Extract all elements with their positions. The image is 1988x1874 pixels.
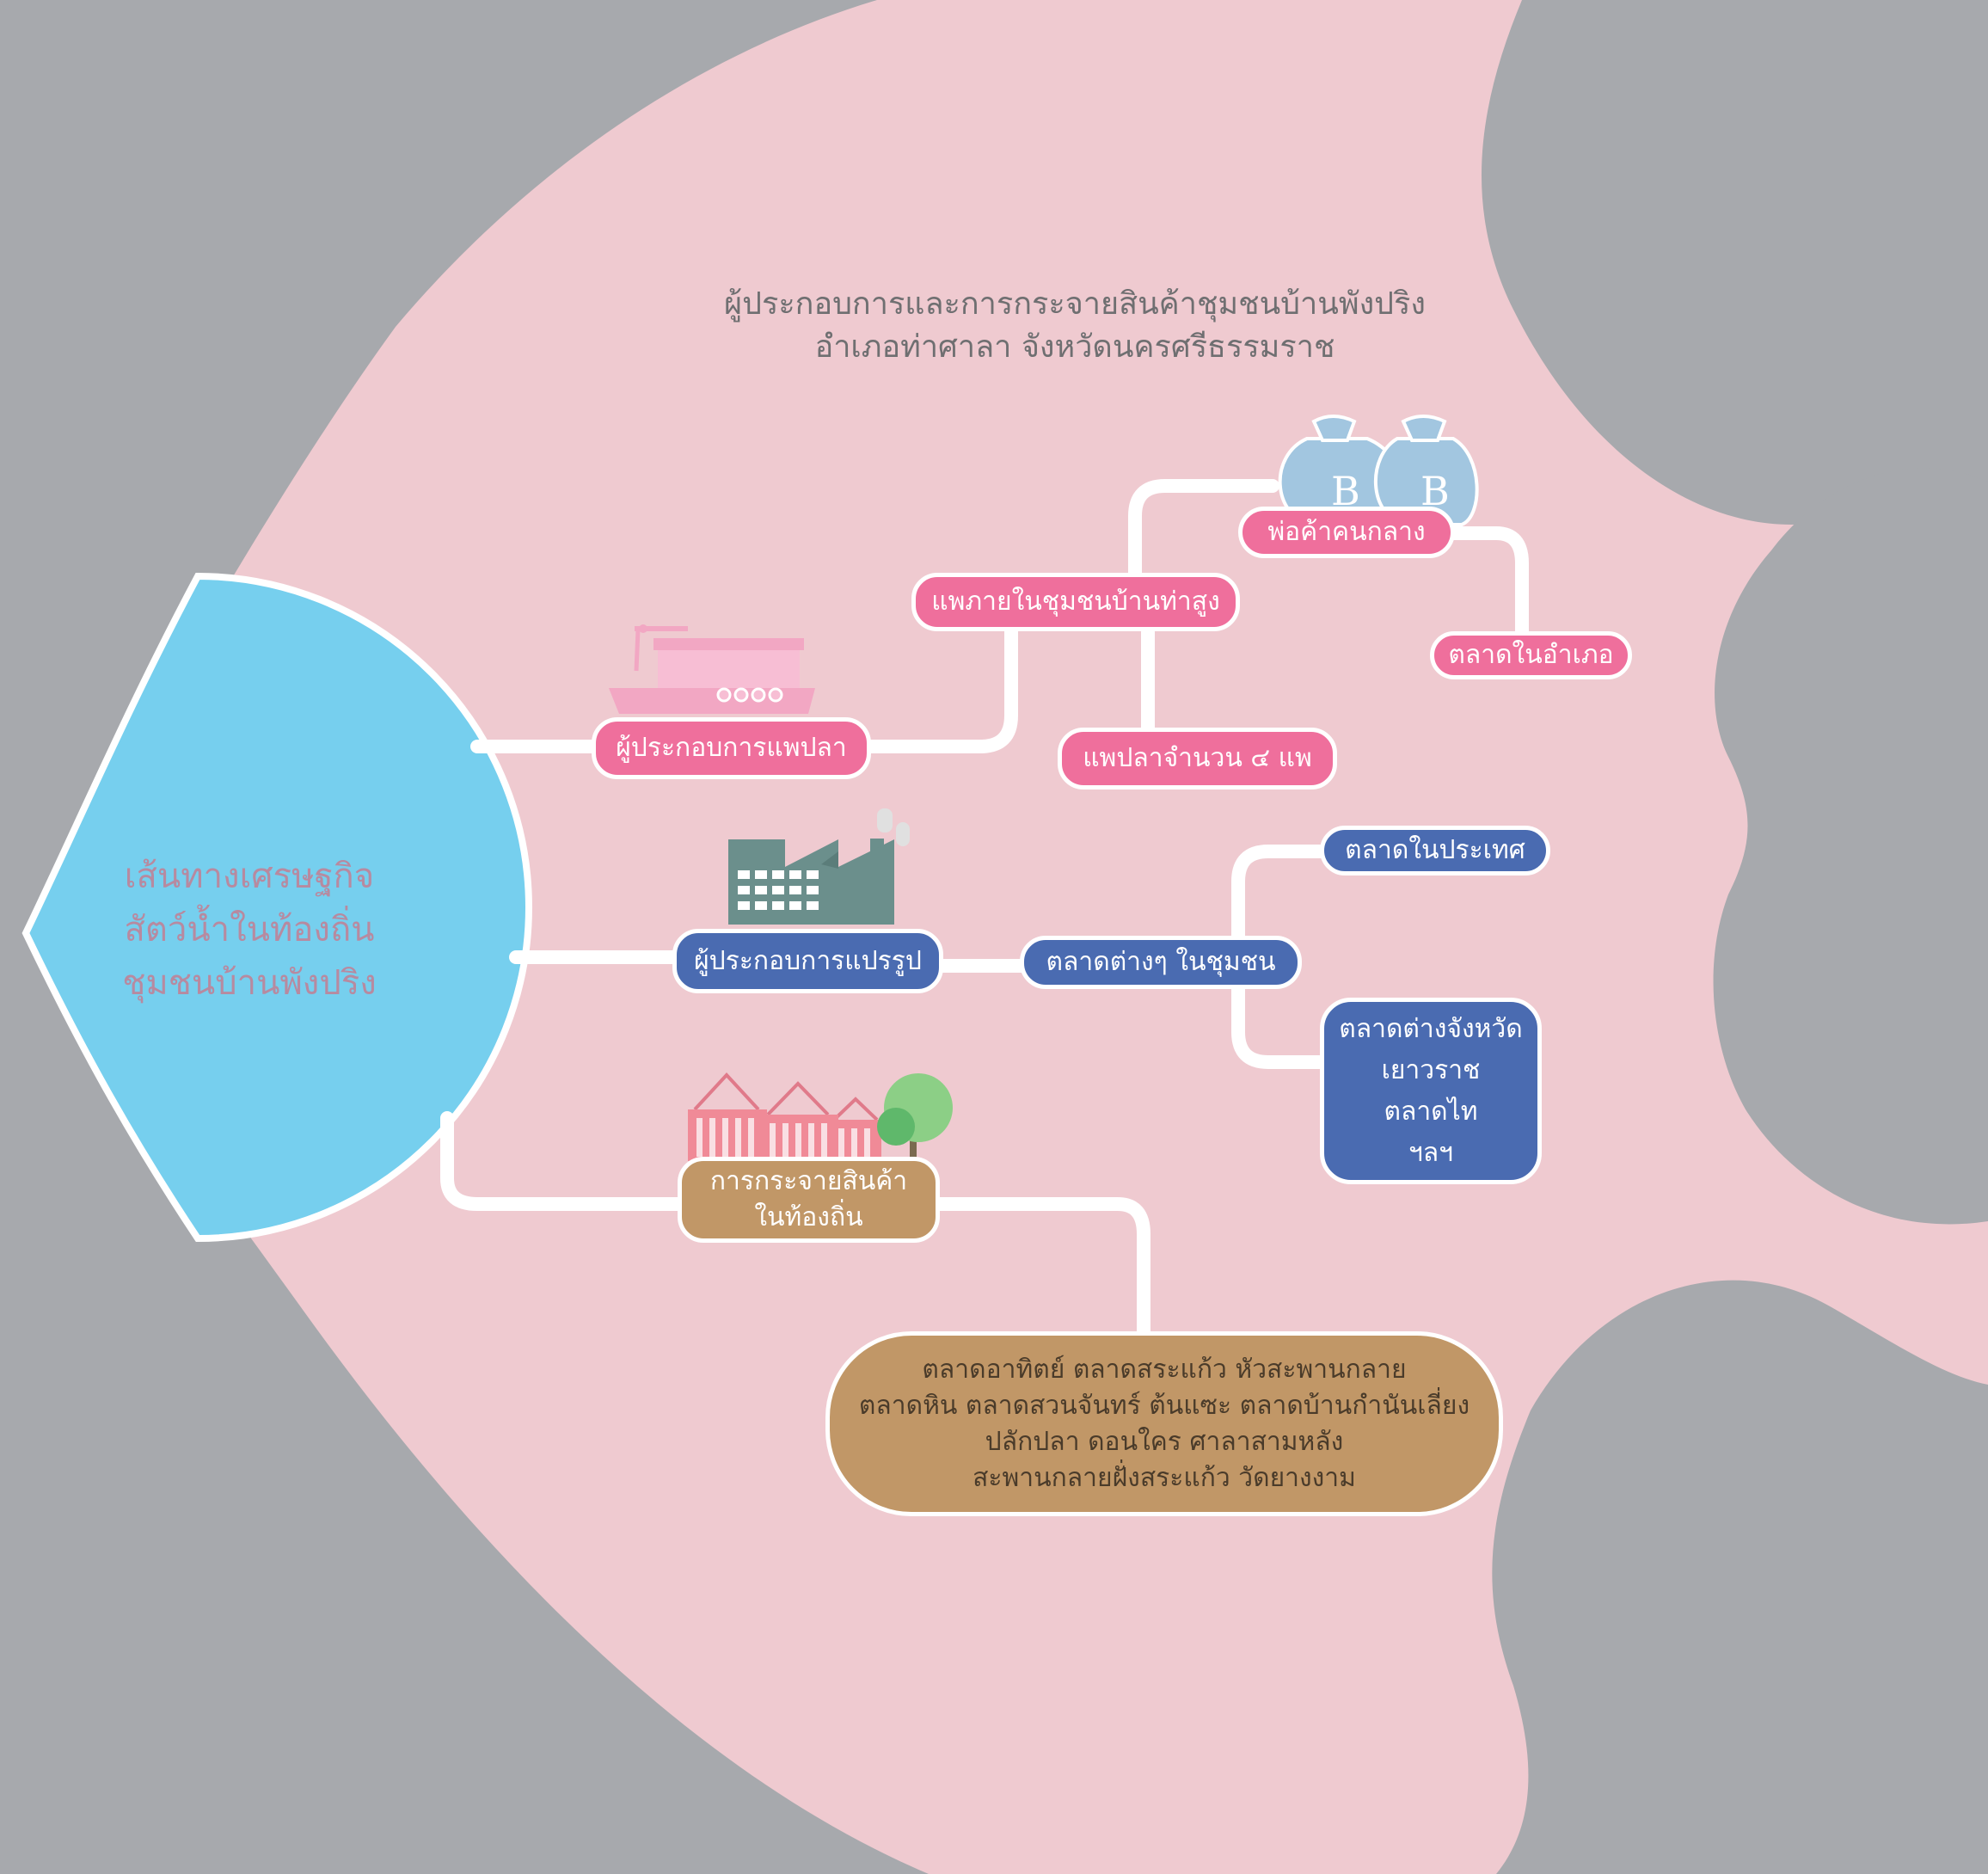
connectors: [440, 479, 1529, 1344]
middleman-node: พ่อค้าคนกลาง: [1238, 507, 1455, 558]
local-distribution-line: ในท้องถิ่น: [754, 1202, 863, 1232]
domestic-market-node: ตลาดในประเทศ: [1320, 826, 1550, 876]
local-distribution-node: การกระจายสินค้า ในท้องถิ่น: [678, 1157, 940, 1243]
boat-icon: [609, 624, 815, 714]
provincial-markets-line: ฯลฯ: [1408, 1137, 1454, 1168]
diagram-title-line1: ผู้ประกอบการและการกระจายสินค้าชุมชนบ้านพ…: [724, 286, 1426, 322]
community-markets-node: ตลาดต่างๆ ในชุมชน: [1020, 936, 1302, 989]
hub-circle: [21, 572, 532, 1243]
connector-distribution-markets: [926, 1197, 1150, 1344]
local-markets-line: ปลักปลา ดอนใคร ศาลาสามหลัง: [985, 1426, 1344, 1457]
local-markets-line: สะพานกลายฝั่งสระแก้ว วัดยางงาม: [973, 1462, 1356, 1493]
local-distribution-line: การกระจายสินค้า: [709, 1166, 908, 1196]
hub-label-line3: ชุมชนบ้านพังปริง: [122, 963, 377, 1003]
local-markets-line: ตลาดหิน ตลาดสวนจันทร์ ต้นแซะ ตลาดบ้านกำน…: [858, 1390, 1470, 1421]
provincial-markets-line: เยาวราช: [1381, 1054, 1481, 1085]
raft-operator-node: ผู้ประกอบการแพปลา: [592, 717, 871, 779]
village-raft-node: แพภายในชุมชนบ้านท่าสูง: [911, 573, 1240, 631]
provincial-markets-line: ตลาดต่างจังหวัด: [1339, 1013, 1523, 1044]
local-markets-line: ตลาดอาทิตย์ ตลาดสระแก้ว หัวสะพานกลาย: [922, 1354, 1407, 1385]
provincial-markets-node: ตลาดต่างจังหวัด เยาวราช ตลาดไท ฯลฯ: [1320, 998, 1542, 1184]
connector-middleman-district: [1438, 526, 1529, 643]
connector-raft-village: [853, 621, 1018, 753]
processing-operator-node: ผู้ประกอบการแปรรูป: [672, 929, 943, 993]
market-stalls-icon: [688, 1072, 881, 1161]
factory-icon: [728, 808, 910, 925]
local-markets-node: ตลาดอาทิตย์ ตลาดสระแก้ว หัวสะพานกลาย ตลา…: [825, 1331, 1503, 1516]
district-market-node: ตลาดในอำเภอ: [1430, 631, 1632, 679]
diagram-title-line2: อำเภอท่าศาลา จังหวัดนครศรีธรรมราช: [814, 329, 1335, 365]
raft-count-node: แพปลาจำนวน ๔ แพ: [1058, 728, 1337, 790]
hub-label-line1: เส้นทางเศรษฐกิจ: [124, 857, 375, 896]
fish-tail-notch: [1713, 468, 1988, 1225]
money-bags-icon: B B: [1278, 415, 1479, 526]
tree-icon: [877, 1073, 953, 1161]
connector-village-middleman: [1128, 479, 1279, 583]
provincial-markets-line: ตลาดไท: [1384, 1096, 1478, 1127]
connector-community-domestic: [1231, 845, 1335, 973]
connector-hub-distribution: [440, 1111, 690, 1211]
hub-label-line2: สัตว์น้ำในท้องถิ่น: [124, 910, 375, 949]
connector-community-provincial: [1231, 959, 1335, 1069]
